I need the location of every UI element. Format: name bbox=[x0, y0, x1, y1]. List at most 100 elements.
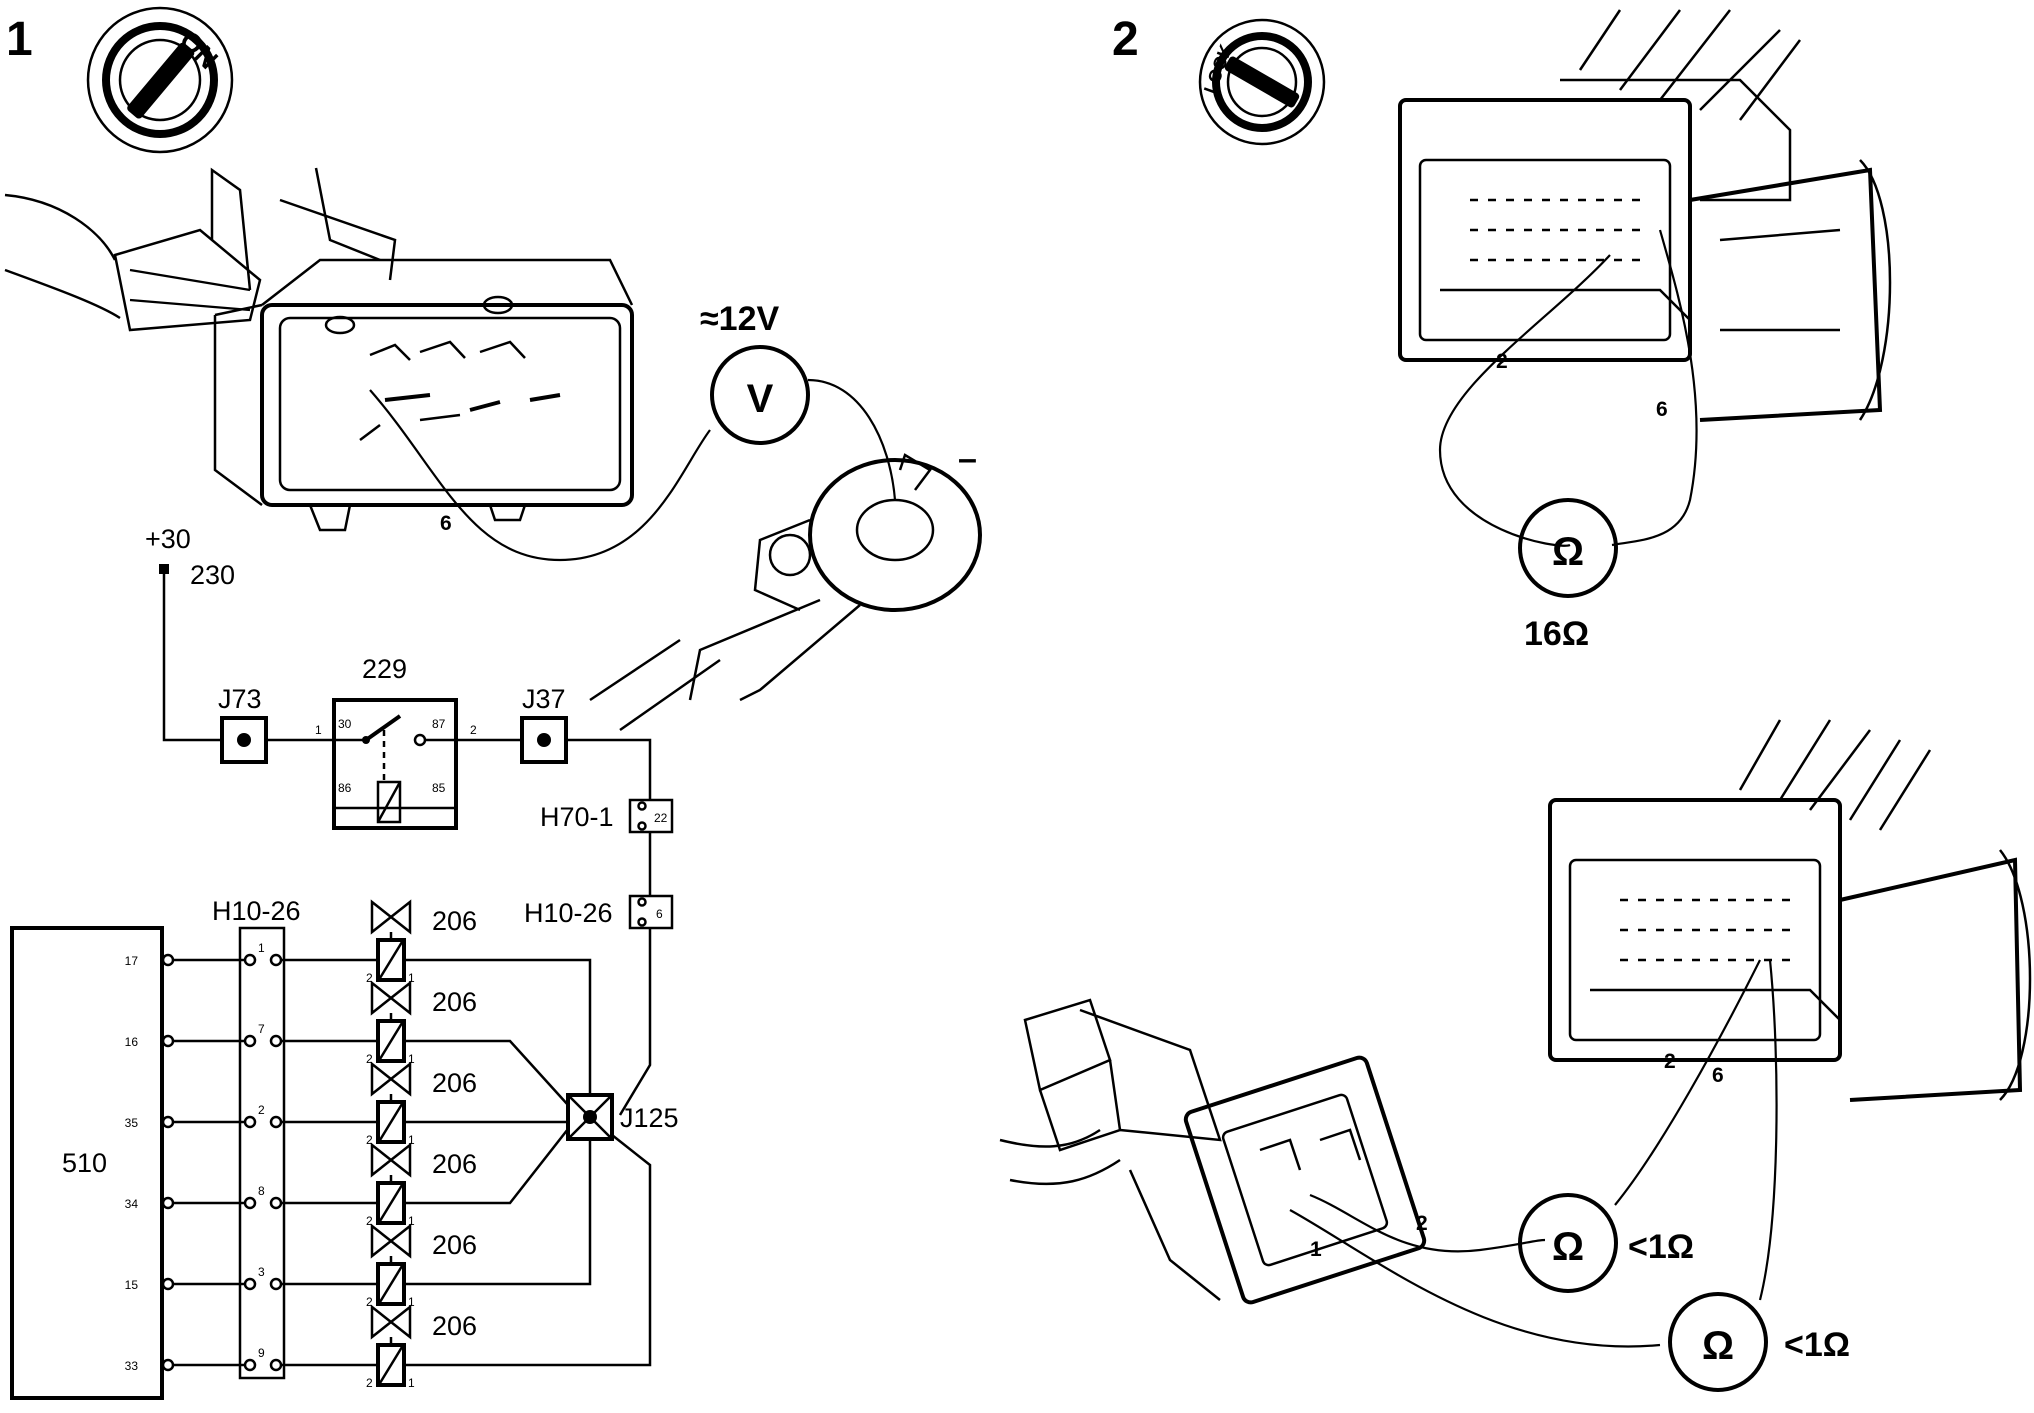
ignition-on-icon: ON bbox=[86, 6, 234, 154]
ecu-pin-label: 15 bbox=[125, 1278, 139, 1292]
ecu-pin-label: 35 bbox=[125, 1116, 139, 1130]
harness-connector-lower-drawing bbox=[1548, 719, 2032, 1102]
injector-pin-left-label: 2 bbox=[366, 1133, 373, 1147]
injector-pin-right-label: 1 bbox=[408, 1052, 415, 1066]
injector-pin-2: 2 bbox=[1416, 1212, 1428, 1235]
pin-6-label: 6 bbox=[440, 512, 452, 535]
strip-pin-label: 7 bbox=[258, 1022, 265, 1036]
ecu-label: 510 bbox=[62, 1148, 107, 1178]
strip-pin-label: 9 bbox=[258, 1346, 265, 1360]
panel-1-number: 1 bbox=[6, 13, 33, 66]
junction-j125-label: J125 bbox=[620, 1103, 679, 1133]
resistance-reading-16: 16Ω bbox=[1524, 615, 1589, 653]
strip-pin-terminal bbox=[243, 1277, 257, 1291]
probe-wire-lower-c bbox=[1614, 959, 1761, 1206]
svg-text:6: 6 bbox=[656, 907, 663, 921]
wire-injector-j125 bbox=[416, 1039, 569, 1106]
connector-h70-1-label: H70-1 bbox=[540, 802, 614, 832]
strip-pin-terminal bbox=[243, 1115, 257, 1129]
svg-text:85: 85 bbox=[432, 781, 446, 795]
injector-pin-right-label: 1 bbox=[408, 1133, 415, 1147]
strip-pin-terminal bbox=[269, 953, 283, 967]
injector-valve-icon bbox=[370, 1223, 412, 1259]
strip-pin-terminal bbox=[243, 1358, 257, 1372]
injector-pin-1: 1 bbox=[1310, 1238, 1322, 1261]
injector-pin-right-label: 1 bbox=[408, 1376, 415, 1390]
supply-terminal bbox=[159, 564, 169, 574]
injector-label: 206 bbox=[432, 1311, 477, 1341]
junction-j37-label: J37 bbox=[522, 684, 566, 714]
injector-coil-mark bbox=[378, 1022, 404, 1060]
injector-label: 206 bbox=[432, 1149, 477, 1179]
upper-pin-6-label: 6 bbox=[1656, 398, 1668, 421]
wire-injector-j125 bbox=[416, 1139, 592, 1286]
junction-j73-label: J73 bbox=[218, 684, 262, 714]
svg-text:Ω: Ω bbox=[1552, 1225, 1584, 1269]
strip-pin-label: 1 bbox=[258, 941, 265, 955]
svg-text:87: 87 bbox=[432, 717, 446, 731]
probe-wire-pin6 bbox=[369, 389, 711, 562]
ecu-510 bbox=[10, 926, 164, 1400]
injector-pin-right-label: 1 bbox=[408, 1214, 415, 1228]
voltage-reading: ≈12V bbox=[700, 300, 779, 338]
svg-text:Ω: Ω bbox=[1552, 530, 1584, 574]
injector-label: 206 bbox=[432, 906, 477, 936]
strip-pin-terminal bbox=[269, 1196, 283, 1210]
injector-label: 206 bbox=[432, 987, 477, 1017]
injector-pin-left-label: 2 bbox=[366, 1295, 373, 1309]
connector-strip-label: H10-26 bbox=[212, 896, 301, 926]
relay-229: 229 30 87 86 85 bbox=[332, 654, 458, 830]
strip-pin-terminal bbox=[269, 1115, 283, 1129]
injector-pin-left-label: 2 bbox=[366, 1052, 373, 1066]
probe-wire-lower-a bbox=[1309, 1193, 1546, 1253]
ecu-pin-terminal bbox=[161, 1277, 175, 1291]
voltmeter-icon: V bbox=[710, 345, 810, 445]
svg-text:2: 2 bbox=[470, 723, 477, 737]
supply-label: +30 bbox=[145, 524, 191, 554]
strip-pin-label: 2 bbox=[258, 1103, 265, 1117]
ignition-lock-icon: LOCK bbox=[1198, 18, 1326, 146]
ecu-pin-terminal bbox=[161, 1115, 175, 1129]
ecu-pin-label: 16 bbox=[125, 1035, 139, 1049]
injector-valve-icon bbox=[370, 1061, 412, 1097]
probe-wire-lower-b bbox=[1289, 1209, 1661, 1348]
strip-pin-terminal bbox=[243, 1196, 257, 1210]
ohmmeter-lower-2-icon: Ω bbox=[1668, 1292, 1768, 1392]
injector-pin-left-label: 2 bbox=[366, 971, 373, 985]
ohmmeter-upper-icon: Ω bbox=[1518, 498, 1618, 598]
injector-coil-mark bbox=[378, 1346, 404, 1384]
svg-text:Ω: Ω bbox=[1702, 1324, 1734, 1368]
injector-coil-mark bbox=[378, 941, 404, 979]
probe-wire-upper-a bbox=[1438, 254, 1611, 547]
injector-coil-mark bbox=[378, 1184, 404, 1222]
svg-text:22: 22 bbox=[654, 811, 668, 825]
injector-coil-mark bbox=[378, 1103, 404, 1141]
ecu-pin-label: 34 bbox=[125, 1197, 139, 1211]
strip-pin-terminal bbox=[243, 953, 257, 967]
resistance-reading-lower-1: <1Ω bbox=[1628, 1228, 1694, 1266]
injector-connector-drawing bbox=[999, 998, 1427, 1305]
strip-pin-terminal bbox=[269, 1277, 283, 1291]
injector-coil-mark bbox=[378, 1265, 404, 1303]
harness-connector-drawing bbox=[4, 167, 634, 532]
svg-text:1: 1 bbox=[315, 723, 322, 737]
probe-wire-lower-d bbox=[1758, 959, 1778, 1301]
upper-pin-2-label: 2 bbox=[1496, 350, 1508, 373]
injector-valve-icon bbox=[370, 899, 412, 935]
junction-j125 bbox=[566, 1093, 614, 1141]
strip-pin-terminal bbox=[269, 1034, 283, 1048]
ecu-pin-label: 33 bbox=[125, 1359, 139, 1373]
wire-injector-j125 bbox=[416, 1128, 569, 1205]
connector-h10-26-label: H10-26 bbox=[524, 898, 613, 928]
ecu-pin-terminal bbox=[161, 1196, 175, 1210]
injector-valve-icon bbox=[370, 980, 412, 1016]
injector-valve-icon bbox=[370, 1142, 412, 1178]
ecu-pin-terminal bbox=[161, 953, 175, 967]
lower-harness-pin-2: 2 bbox=[1664, 1050, 1676, 1073]
injector-pin-right-label: 1 bbox=[408, 1295, 415, 1309]
ecu-pin-terminal bbox=[161, 1034, 175, 1048]
strip-pin-terminal bbox=[243, 1034, 257, 1048]
svg-text:30: 30 bbox=[338, 717, 352, 731]
wire-injector-j125 bbox=[416, 1134, 652, 1367]
